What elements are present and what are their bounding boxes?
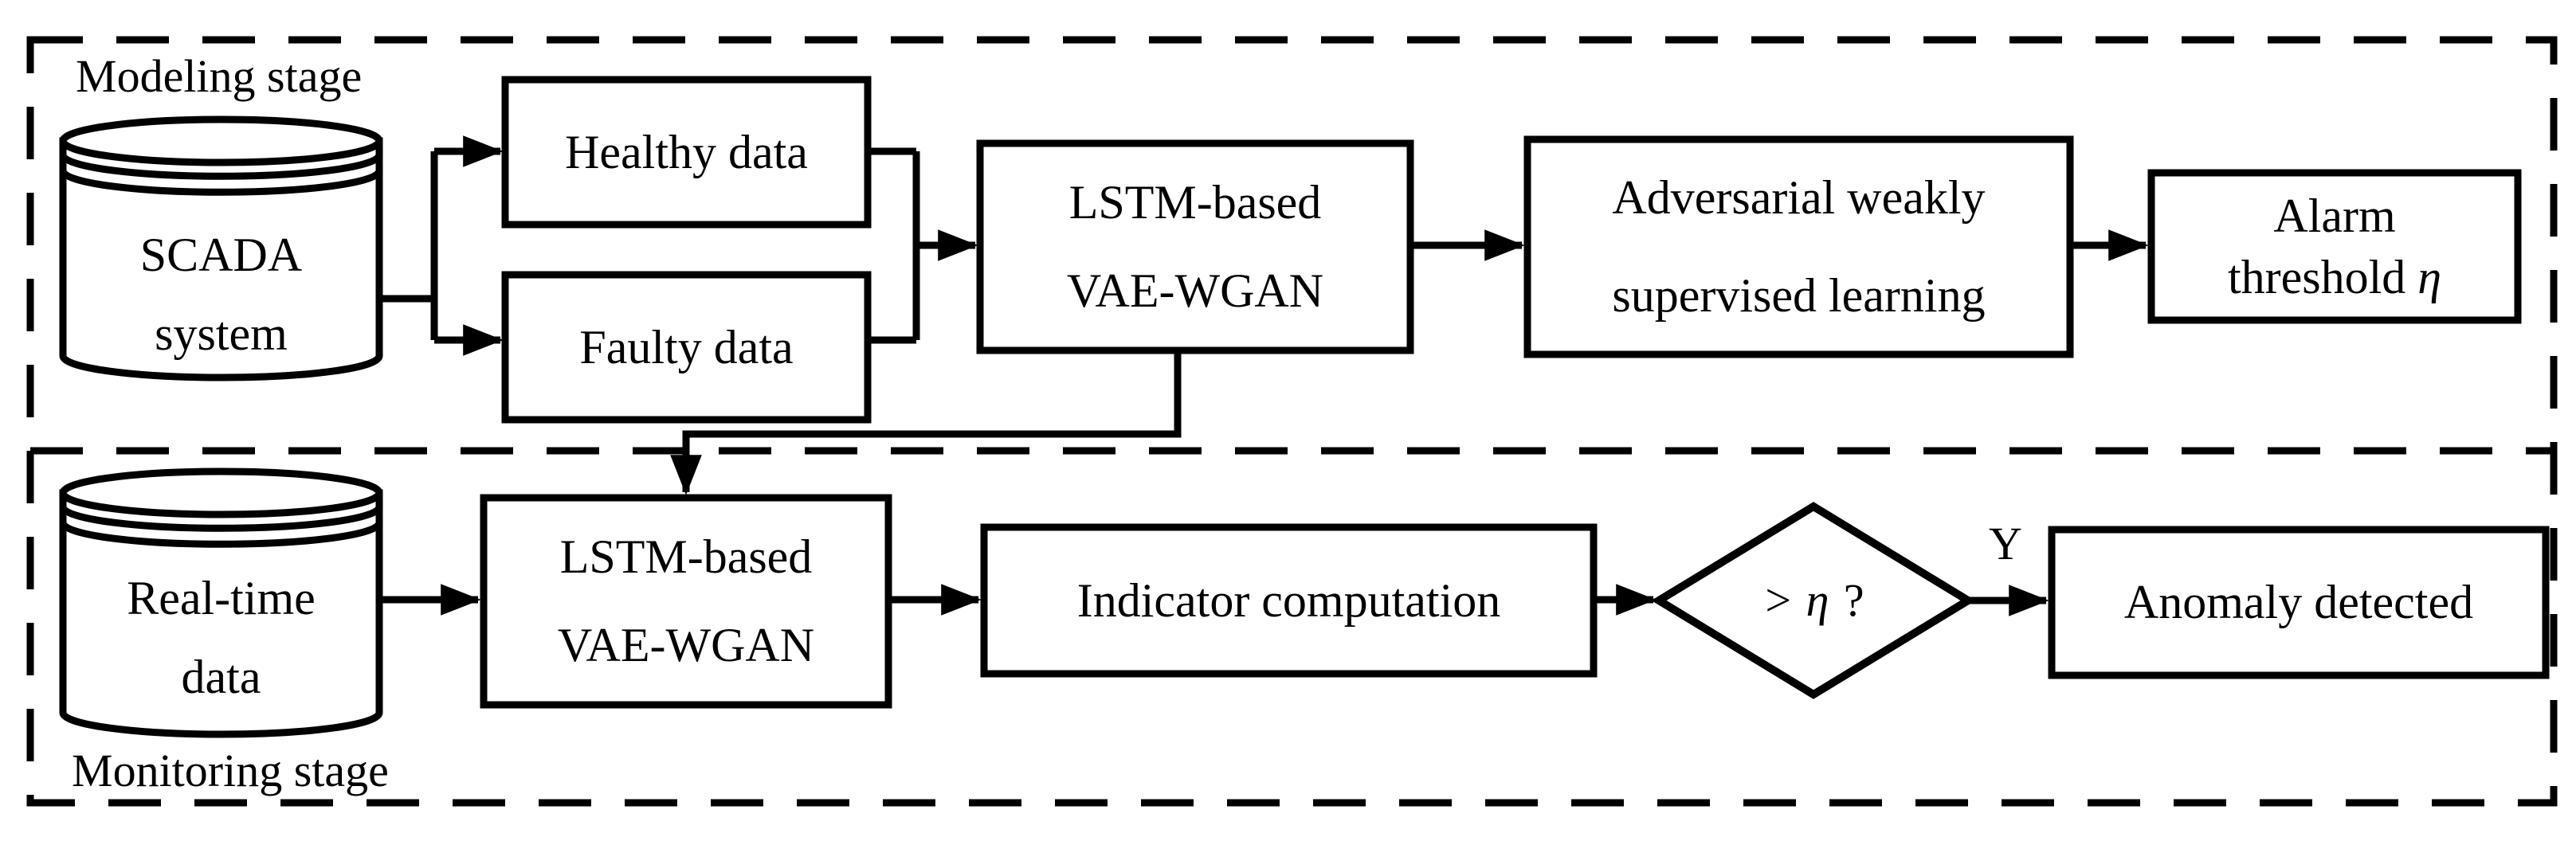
adversarial-line1: Adversarial weakly (1612, 171, 1986, 224)
realtime-cylinder-icon (59, 467, 383, 738)
realtime-data-label: Real-time data (63, 530, 379, 745)
healthy-data-box (501, 76, 872, 229)
realtime-line1: Real-time (127, 572, 316, 624)
lstm-top-label: LSTM-based VAE-WGAN (980, 143, 1410, 350)
monitoring-stage-label: Monitoring stage (72, 745, 389, 796)
adversarial-learning-label: Adversarial weakly supervised learning (1527, 139, 2070, 354)
decision-question: ? (1843, 574, 1864, 627)
decision-label: > η ? (1661, 507, 1968, 694)
adversarial-line2: supervised learning (1612, 269, 1986, 322)
lstm-vae-wgan-bottom-box (480, 494, 892, 709)
anomaly-detected-box (2048, 526, 2550, 679)
lstm-top-line1: LSTM-based (1068, 176, 1322, 229)
eta-symbol: η (2417, 250, 2442, 303)
decision-eta-symbol: η (1806, 574, 1829, 627)
decision-diamond (1651, 502, 1976, 699)
scada-branch-line (379, 151, 438, 340)
lstm-top-line2: VAE-WGAN (1066, 264, 1324, 317)
adversarial-learning-box (1523, 135, 2074, 358)
lstm-vae-wgan-top-box (976, 139, 1414, 354)
model-transfer-connector (670, 350, 1182, 495)
realtime-line2: data (181, 651, 261, 703)
lstm-bottom-line1: LSTM-based (559, 530, 813, 583)
decision-gt: > (1765, 574, 1792, 627)
faulty-data-label: Faulty data (579, 320, 794, 374)
healthy-data-label: Healthy data (565, 125, 808, 178)
yes-branch-label: Y (1989, 517, 2022, 569)
scada-line1: SCADA (139, 228, 303, 281)
scada-cylinder-icon (59, 115, 383, 381)
modeling-stage-label: Modeling stage (76, 50, 363, 102)
alarm-line2-text: threshold (2227, 250, 2406, 303)
alarm-threshold-box (2147, 169, 2522, 324)
alarm-line1: Alarm (2273, 189, 2396, 242)
faulty-data-box (501, 271, 872, 424)
indicator-computation-label: Indicator computation (1076, 573, 1501, 627)
indicator-computation-box (980, 523, 1598, 678)
scada-line2: system (155, 307, 288, 360)
lstm-bottom-label: LSTM-based VAE-WGAN (484, 498, 888, 705)
anomaly-detected-label: Anomaly detected (2123, 576, 2474, 628)
lstm-bottom-line2: VAE-WGAN (557, 619, 815, 671)
data-merge-line (868, 147, 920, 344)
scada-system-label: SCADA system (63, 209, 379, 380)
